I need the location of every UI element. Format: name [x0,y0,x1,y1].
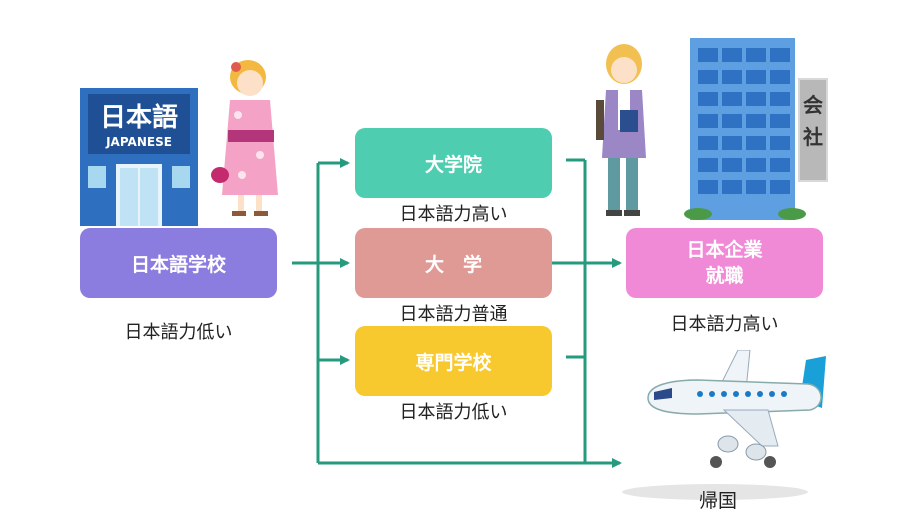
path-level-caption: 日本語力普通 [399,304,508,325]
path-box-university: 大 学 [355,228,552,298]
path-level-caption: 日本語力低い [399,402,508,423]
employment-label-line2: 就職 [705,265,744,287]
source-box-language-school: 日本語学校 [80,228,277,298]
building-sign: 日本語 [100,102,178,133]
school-building-illustration: 日本語 JAPANESE [80,88,198,226]
outcome-box-employment: 日本企業 就職 [626,228,823,298]
path-box-label: 専門学校 [415,351,492,374]
airplane-illustration [628,349,828,470]
office-worker-illustration [588,40,668,218]
building-subsign: JAPANESE [105,135,172,149]
employment-label-line1: 日本企業 [686,239,763,261]
company-sign-char: 会 [803,93,823,117]
path-box-label: 大 学 [424,253,482,276]
source-level-caption: 日本語力低い [124,322,233,343]
company-building-illustration: 会 社 [680,38,830,220]
kimono-person-illustration [208,55,298,225]
airplane-shadow [622,484,808,500]
path-box-label: 大学院 [424,153,482,176]
path-level-caption: 日本語力高い [399,204,508,225]
path-box-graduate-school: 大学院 [355,128,552,198]
path-box-vocational-school: 専門学校 [355,326,552,396]
return-home-label: 帰国 [698,490,737,512]
employment-level-caption: 日本語力高い [670,314,779,335]
source-box-label: 日本語学校 [130,253,226,276]
company-sign-char: 社 [802,125,823,149]
